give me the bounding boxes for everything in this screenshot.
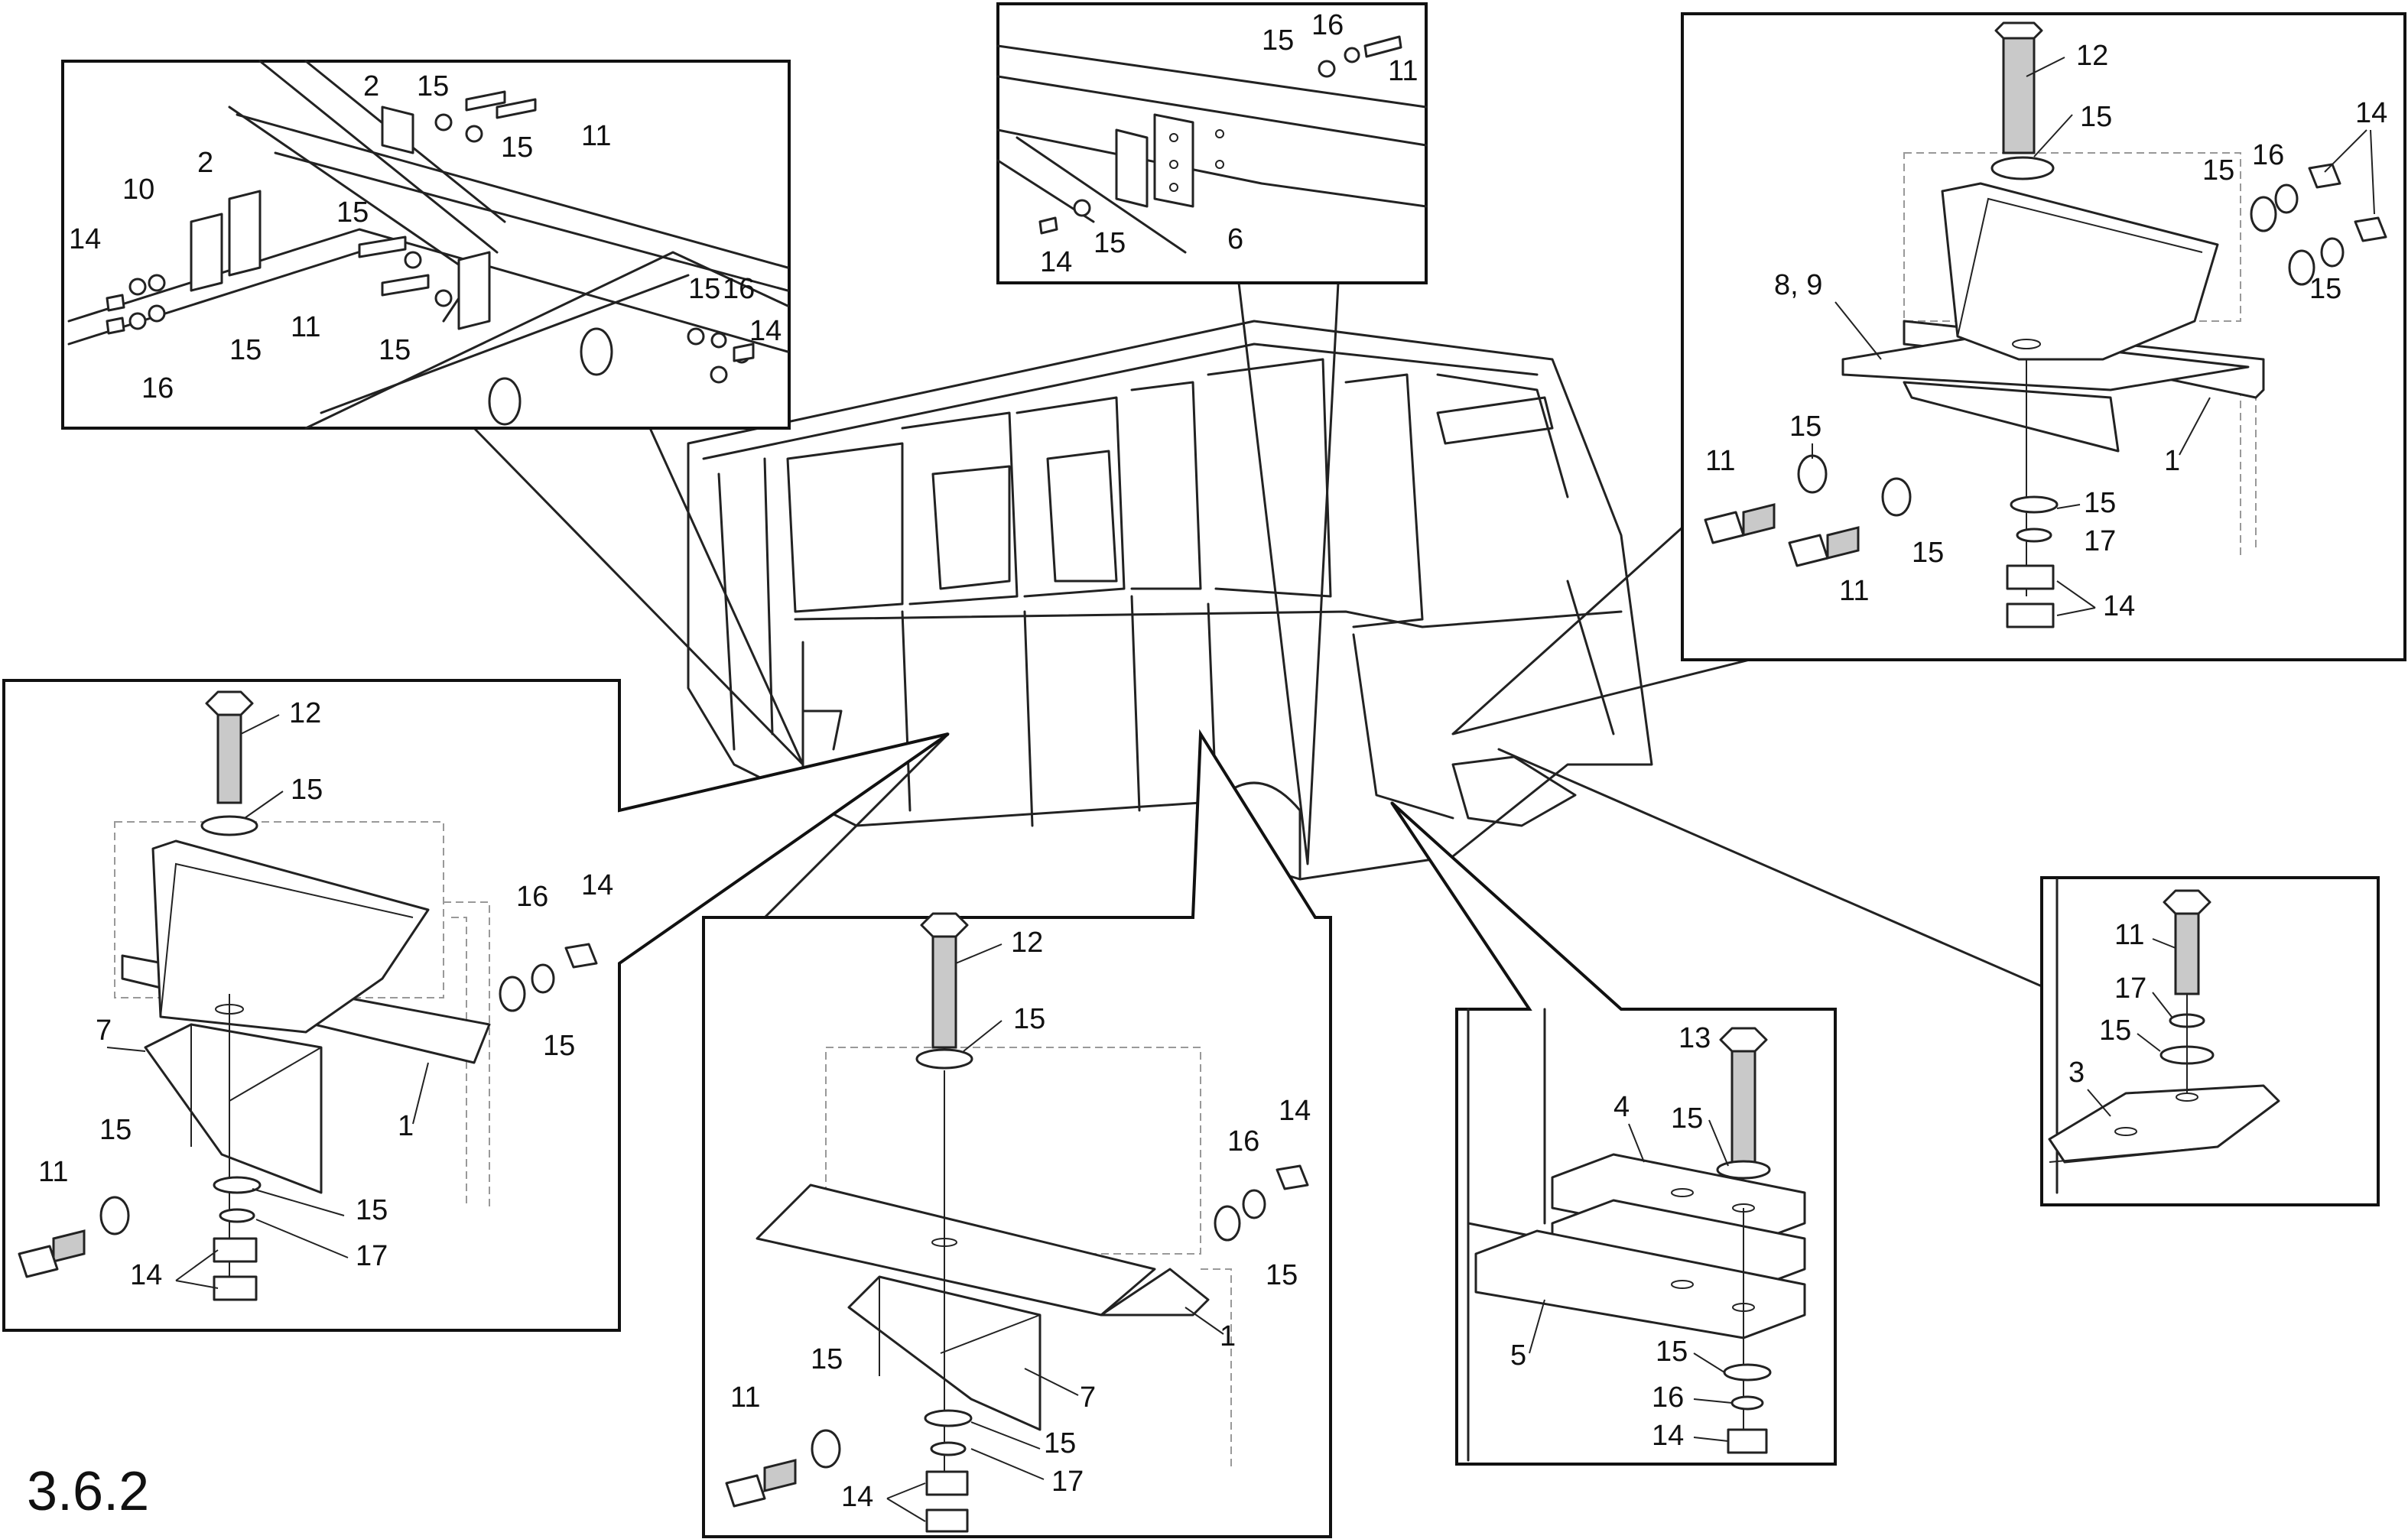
callout-label: 16 <box>141 372 174 404</box>
callout-label: 2 <box>363 70 379 102</box>
callout-label: 15 <box>1912 537 1944 569</box>
callout-label: 14 <box>69 223 101 255</box>
callout-label: 11 <box>1705 445 1735 477</box>
callout-label: 15 <box>379 334 411 366</box>
callout-label: 15 <box>417 70 449 102</box>
callout-label: 15 <box>2309 273 2341 305</box>
panel-bottom-center <box>702 729 1332 1538</box>
bus-body <box>687 320 1653 881</box>
callout-label: 15 <box>688 273 720 305</box>
callout-label: 14 <box>749 315 782 347</box>
callout-label: 1 <box>398 1110 414 1142</box>
callout-label: 15 <box>2080 101 2112 133</box>
callout-label: 15 <box>1013 1003 1045 1035</box>
callout-label: 14 <box>2103 590 2135 622</box>
callout-label: 15 <box>336 196 369 229</box>
callout-label: 16 <box>1227 1125 1259 1157</box>
panel-top-right <box>1681 12 2406 661</box>
panel-mid-left <box>2 679 950 1332</box>
callout-label: 14 <box>130 1259 162 1291</box>
callout-label: 17 <box>2084 525 2116 557</box>
callout-label: 15 <box>1266 1259 1298 1291</box>
callout-label: 17 <box>1051 1466 1084 1498</box>
callout-label: 7 <box>1080 1382 1096 1414</box>
callout-label: 14 <box>2355 97 2387 129</box>
callout-label: 11 <box>2114 919 2144 951</box>
callout-label: 16 <box>1652 1382 1684 1414</box>
callout-label: 14 <box>581 869 613 901</box>
callout-label: 15 <box>1094 227 1126 259</box>
panel-top-left <box>61 60 791 430</box>
callout-label: 10 <box>122 174 154 206</box>
callout-label: 11 <box>1388 55 1418 87</box>
callout-labels: 2 15 11 15 2 10 15 14 11 15 16 15 16 14 … <box>38 9 2387 1522</box>
callout-label: 2 <box>197 147 213 179</box>
callout-label: 14 <box>841 1481 873 1513</box>
callout-label: 12 <box>2076 40 2108 72</box>
callout-label: 12 <box>1011 927 1043 959</box>
callout-label: 6 <box>1227 223 1243 255</box>
callout-label: 4 <box>1613 1091 1630 1123</box>
callout-label: 11 <box>1839 575 1869 607</box>
figure-number: 3.6.2 <box>27 1461 149 1522</box>
callout-label: 15 <box>356 1194 388 1226</box>
callout-label: 12 <box>289 697 321 729</box>
callout-label: 16 <box>2252 139 2284 171</box>
callout-label: 11 <box>730 1382 760 1414</box>
callout-label: 11 <box>291 311 320 343</box>
callout-label: 15 <box>99 1114 132 1146</box>
callout-label: 11 <box>38 1156 68 1188</box>
callout-label: 7 <box>96 1015 112 1047</box>
callout-label: 1 <box>1220 1320 1236 1352</box>
callout-label: 14 <box>1279 1095 1311 1127</box>
panel-top-center <box>996 2 1428 284</box>
callout-label: 15 <box>543 1030 575 1062</box>
callout-label: 15 <box>2099 1015 2131 1047</box>
callout-label: 15 <box>1789 411 1821 443</box>
callout-label: 15 <box>229 334 262 366</box>
callout-label: 16 <box>516 881 548 913</box>
callout-label: 14 <box>1040 246 1072 278</box>
panel-bottom-right <box>1390 801 1837 1466</box>
callout-label: 1 <box>2164 445 2180 477</box>
callout-label: 15 <box>2084 487 2116 519</box>
callout-label: 14 <box>1652 1420 1684 1452</box>
callout-label: 3 <box>2068 1057 2085 1089</box>
callout-label: 15 <box>2202 154 2234 187</box>
callout-label: 15 <box>291 774 323 806</box>
callout-label: 16 <box>1311 9 1344 41</box>
callout-label: 15 <box>1671 1102 1703 1135</box>
callout-label: 5 <box>1510 1339 1526 1372</box>
callout-label: 15 <box>811 1343 843 1375</box>
callout-label: 15 <box>1044 1427 1076 1459</box>
callout-label: 8, 9 <box>1774 269 1822 301</box>
callout-label: 15 <box>1262 24 1294 57</box>
callout-label: 11 <box>581 120 611 152</box>
callout-label: 16 <box>723 273 755 305</box>
callout-label: 17 <box>356 1240 388 1272</box>
callout-label: 17 <box>2114 972 2146 1005</box>
panel-right-small <box>2040 876 2380 1206</box>
callout-label: 15 <box>1656 1336 1688 1368</box>
callout-label: 13 <box>1678 1022 1711 1054</box>
callout-label: 15 <box>501 131 533 164</box>
